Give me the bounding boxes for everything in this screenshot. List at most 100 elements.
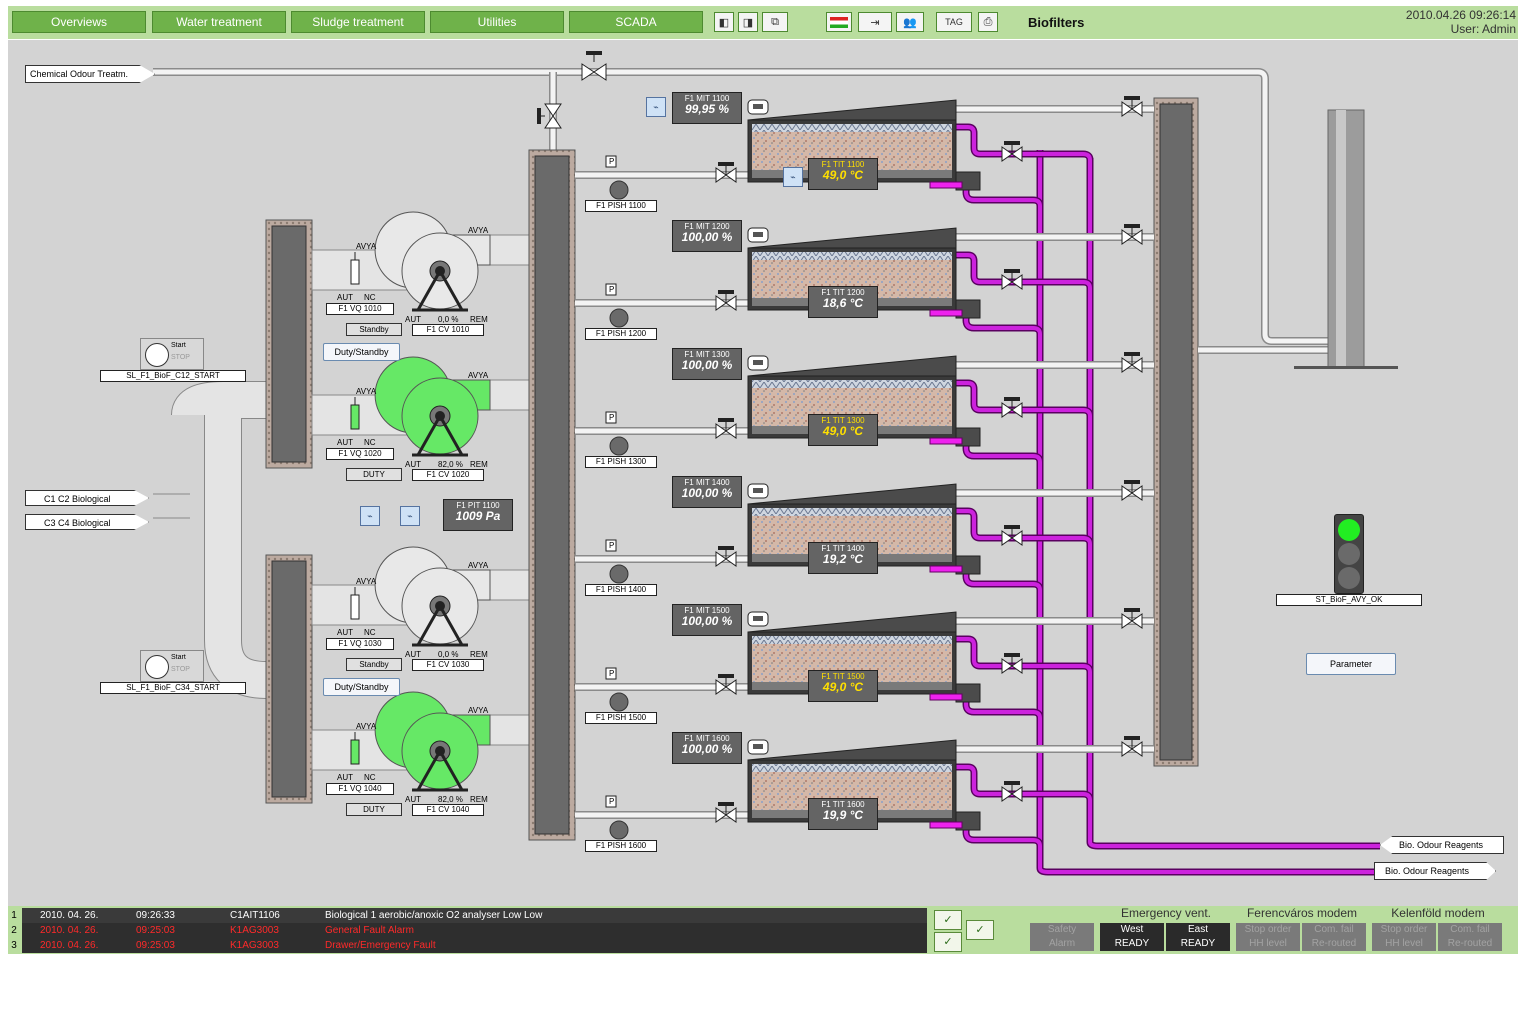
valve-icon[interactable] (1001, 141, 1023, 162)
previous-page-icon[interactable]: ⧉ (762, 12, 788, 32)
valve-icon[interactable] (1001, 781, 1023, 802)
nav-scada-button[interactable]: SCADA (569, 11, 703, 33)
valve-icon[interactable] (1121, 96, 1143, 117)
damper-aut-label: AUT (337, 293, 353, 302)
moisture-indicator-4[interactable]: F1 MIT 1400 100,00 % (672, 476, 742, 508)
fan-4[interactable] (350, 691, 491, 792)
trend-icon[interactable]: ⌁ (783, 167, 803, 187)
language-flag-icon[interactable] (826, 12, 852, 32)
damper-icon[interactable] (350, 404, 360, 430)
moisture-indicator-3[interactable]: F1 MIT 1300 100,00 % (672, 348, 742, 380)
process-diagram-panel: Chemical Odour Treatm. C1 C2 Biological … (8, 40, 1518, 906)
temperature-indicator-6[interactable]: F1 TIT 1600 19,9 °C (808, 798, 878, 830)
transfer-icon[interactable]: ⇥ (858, 12, 892, 32)
east-ready: READY (1166, 937, 1230, 951)
alarm-row[interactable]: 3 2010. 04. 26. 09:25:03 K1AG3003 Drawer… (8, 938, 927, 953)
ack-page-icon[interactable]: ✓ (966, 920, 994, 940)
next-page-icon[interactable]: ◨ (738, 12, 758, 32)
nav-sludge-treatment-button[interactable]: Sludge treatment (291, 11, 425, 33)
nav-overviews-button[interactable]: Overviews (12, 11, 146, 33)
nav-utilities-button[interactable]: Utilities (430, 11, 564, 33)
alarm-time: 09:25:03 (136, 925, 175, 936)
alarm-time: 09:26:33 (136, 910, 175, 921)
moisture-indicator-6[interactable]: F1 MIT 1600 100,00 % (672, 732, 742, 764)
temperature-indicator-2[interactable]: F1 TIT 1200 18,6 °C (808, 286, 878, 318)
damper-avya-label: AVYA (356, 722, 377, 731)
west-ready: READY (1100, 937, 1164, 951)
temperature-tag: F1 TIT 1600 (821, 800, 865, 809)
temperature-indicator-5[interactable]: F1 TIT 1500 49,0 °C (808, 670, 878, 702)
valve-icon[interactable] (1001, 269, 1023, 290)
fan-2[interactable] (350, 356, 491, 457)
valve-icon[interactable] (1001, 653, 1023, 674)
pressure-switch-label-5: F1 PISH 1500 (585, 712, 657, 724)
fan-aut-label: AUT (405, 795, 421, 804)
temperature-value: 49,0 °C (822, 424, 864, 438)
damper-icon[interactable] (350, 739, 360, 765)
valve-icon[interactable] (715, 418, 737, 439)
moisture-indicator-2[interactable]: F1 MIT 1200 100,00 % (672, 220, 742, 252)
valve-icon[interactable] (715, 674, 737, 695)
fan-label-1: F1 CV 1010 (412, 324, 484, 336)
nav-water-treatment-button[interactable]: Water treatment (152, 11, 286, 33)
damper-icon[interactable] (350, 594, 360, 620)
alarm-time: 09:25:03 (136, 940, 175, 951)
damper-icon[interactable] (350, 259, 360, 285)
tag-icon[interactable]: TAG (936, 12, 972, 32)
temperature-indicator-1[interactable]: F1 TIT 1100 49,0 °C (808, 158, 878, 190)
duty-standby-button-2[interactable]: Duty/Standby (323, 678, 400, 696)
valve-icon[interactable] (1001, 397, 1023, 418)
back-page-icon[interactable]: ◧ (714, 12, 734, 32)
damper-avya-label: AVYA (356, 242, 377, 251)
pressure-indicator[interactable]: F1 PIT 1100 1009 Pa (443, 499, 513, 531)
ferencvaros-re-routed: Re-routed (1302, 937, 1366, 951)
c3c4-biological-inlet[interactable]: C3 C4 Biological (25, 514, 149, 530)
datetime-user: 2010.04.26 09:26:14 User: Admin (1406, 8, 1516, 36)
valve-icon[interactable] (1121, 736, 1143, 757)
valve-icon[interactable] (715, 802, 737, 823)
temperature-indicator-3[interactable]: F1 TIT 1300 49,0 °C (808, 414, 878, 446)
trend-icon[interactable]: ⌁ (400, 506, 420, 526)
branch-valve-icon[interactable] (537, 103, 562, 129)
valve-icon[interactable] (715, 546, 737, 567)
trend-icon[interactable]: ⌁ (646, 97, 666, 117)
chemical-valve-icon[interactable] (581, 51, 607, 81)
traffic-light-bottom-lamp (1338, 567, 1360, 589)
fan-status-1: Standby (346, 323, 402, 336)
start-stop-switch-c34[interactable]: Start STOP (140, 650, 204, 682)
valve-icon[interactable] (715, 162, 737, 183)
damper-aut-label: AUT (337, 628, 353, 637)
bio-odour-reagents-outlet-1[interactable]: Bio. Odour Reagents (1380, 836, 1504, 854)
users-icon[interactable]: 👥 (896, 12, 924, 32)
fan-3[interactable] (350, 546, 491, 647)
alarm-row[interactable]: 2 2010. 04. 26. 09:25:03 K1AG3003 Genera… (8, 923, 927, 938)
start-stop-switch-c12[interactable]: Start STOP (140, 338, 204, 370)
moisture-value: 100,00 % (681, 614, 733, 628)
bio-odour-reagents-outlet-2[interactable]: Bio. Odour Reagents (1374, 862, 1496, 880)
valve-icon[interactable] (1001, 525, 1023, 546)
start-switch-label-c12: SL_F1_BioF_C12_START (100, 370, 246, 382)
valve-icon[interactable] (1121, 480, 1143, 501)
alarm-row[interactable]: 1 2010. 04. 26. 09:26:33 C1AIT1106 Biolo… (8, 908, 927, 923)
datetime: 2010.04.26 09:26:14 (1405, 8, 1516, 22)
duty-standby-button-1[interactable]: Duty/Standby (323, 343, 400, 361)
c1c2-biological-inlet[interactable]: C1 C2 Biological (25, 490, 149, 506)
valve-icon[interactable] (1121, 224, 1143, 245)
print-icon[interactable]: ⎙ (978, 12, 998, 32)
moisture-indicator-5[interactable]: F1 MIT 1500 100,00 % (672, 604, 742, 636)
chemical-odour-inlet[interactable]: Chemical Odour Treatm. (25, 65, 155, 83)
fan-1[interactable] (350, 211, 491, 312)
inlet-ducts (153, 381, 267, 699)
ack-alarm-icon[interactable]: ✓ (934, 910, 962, 930)
biofilter-1 (575, 96, 1154, 207)
alarm-index: 1 (8, 908, 20, 923)
temperature-indicator-4[interactable]: F1 TIT 1400 19,2 °C (808, 542, 878, 574)
trend-icon[interactable]: ⌁ (360, 506, 380, 526)
valve-icon[interactable] (1121, 352, 1143, 373)
moisture-indicator-1[interactable]: F1 MIT 1100 99,95 % (672, 92, 742, 124)
valve-icon[interactable] (715, 290, 737, 311)
valve-icon[interactable] (1121, 608, 1143, 629)
ack-all-icon[interactable]: ✓ (934, 932, 962, 952)
parameter-button[interactable]: Parameter (1306, 653, 1396, 675)
pressure-switch-label-1: F1 PISH 1100 (585, 200, 657, 212)
